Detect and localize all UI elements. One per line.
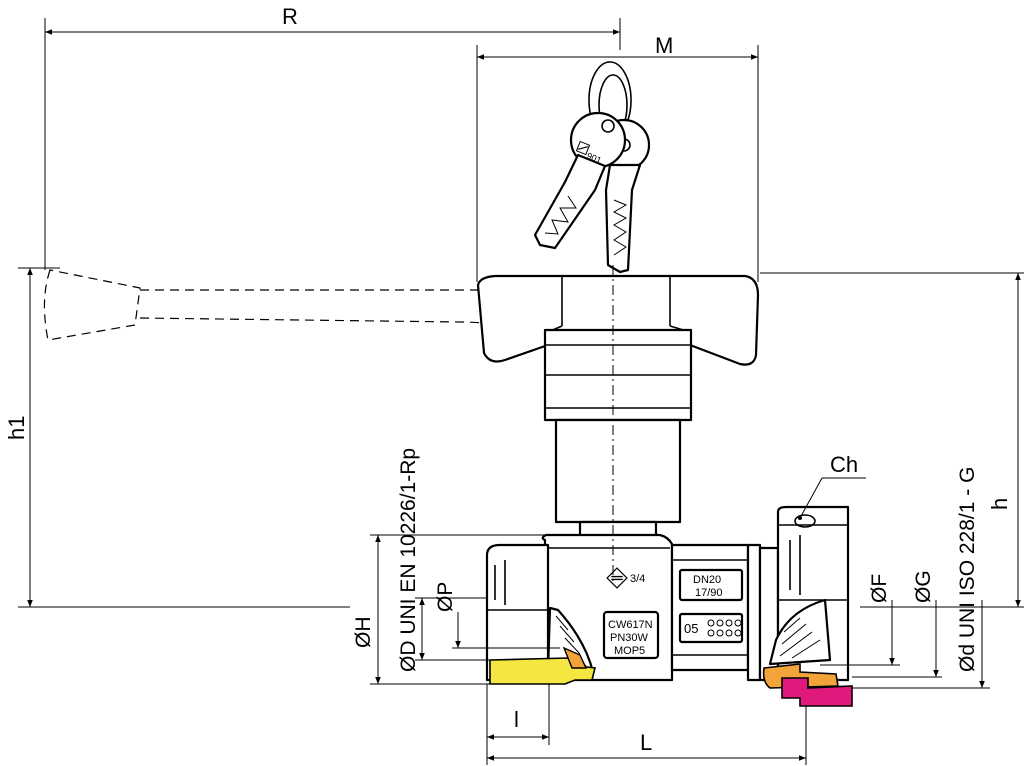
stem-hex (543, 328, 693, 422)
right-union-end (746, 505, 853, 707)
mark-pressure: PN30W (610, 632, 649, 644)
label-of: ØF (868, 574, 891, 603)
dimension-m: M (476, 33, 759, 282)
label-h: h (987, 498, 1012, 510)
label-ch: Ch (830, 452, 858, 477)
label-oh: ØH (352, 617, 375, 649)
dimension-of: ØF (820, 574, 900, 666)
lever-dashed-position (43, 269, 541, 344)
label-op: ØP (434, 582, 457, 612)
brand-logo-icon (606, 567, 628, 589)
mark-code: 05 (684, 621, 698, 636)
label-h1: h1 (4, 416, 29, 440)
label-od-male: Ød UNI ISO 228/1 - G (956, 467, 979, 672)
key-set: 901 (533, 61, 651, 274)
stem-neck (554, 418, 682, 542)
dimension-h1: h1 (4, 267, 350, 608)
dimension-op: ØP (434, 582, 560, 649)
left-female-end (485, 543, 596, 685)
mark-mop: MOP5 (614, 645, 645, 657)
key-front: 901 (533, 111, 627, 250)
dimension-l-small: l (486, 684, 550, 765)
dimension-og: ØG (852, 570, 942, 678)
mark-material: CW617N (608, 619, 653, 631)
mark-size: 3/4 (630, 573, 645, 585)
dimension-oh: ØH (352, 534, 545, 685)
label-og: ØG (912, 570, 935, 603)
label-od: ØD UNI EN 10226/1-Rp (397, 448, 420, 672)
key-logo-icon (575, 140, 591, 156)
label-l-small: l (514, 707, 519, 732)
mark-dn: DN20 (693, 574, 721, 586)
mark-dn-sub: 17/90 (695, 587, 723, 599)
label-m: M (655, 33, 673, 58)
dimension-h: h (760, 272, 1024, 608)
dimension-od: ØD UNI EN 10226/1-Rp (397, 448, 490, 672)
callout-ch: Ch (798, 452, 866, 520)
label-l-total: L (640, 730, 652, 755)
dimension-od-male: Ød UNI ISO 228/1 - G (852, 467, 990, 689)
dimension-l-total: L (487, 706, 807, 765)
dot-pattern-icon (707, 619, 742, 637)
dimension-r: R (44, 4, 621, 270)
valve-body-right: DN20 17/90 05 (670, 543, 750, 672)
label-r: R (282, 4, 298, 29)
